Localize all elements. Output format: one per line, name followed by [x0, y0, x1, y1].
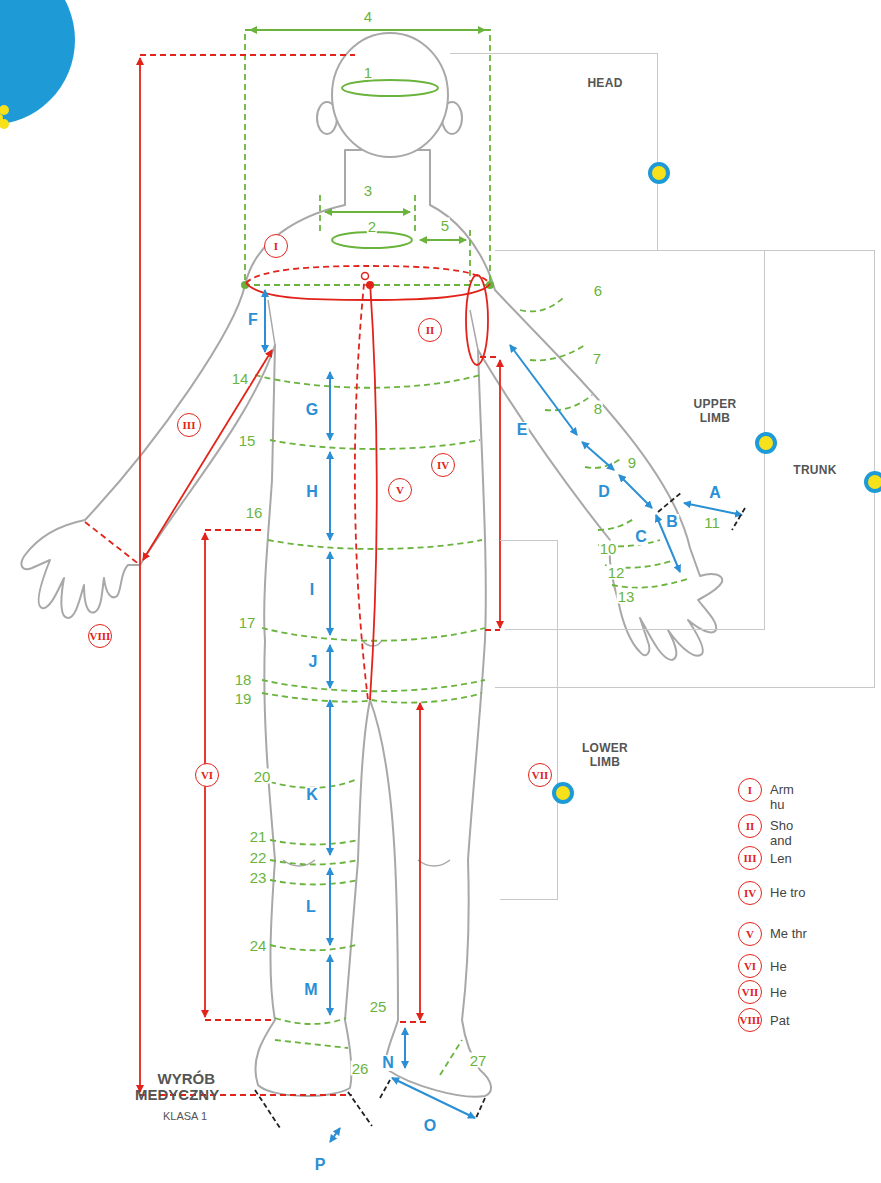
- measure-number: 5: [440, 218, 450, 233]
- measure-number: 17: [238, 615, 257, 630]
- measure-number: 24: [249, 938, 268, 953]
- measure-number: 11: [703, 515, 721, 530]
- roman-numeral: VI: [738, 954, 762, 978]
- length-letter: A: [708, 485, 722, 501]
- length-letter: D: [597, 484, 611, 500]
- region-marker: [552, 782, 574, 804]
- measure-number: 7: [592, 351, 602, 366]
- measure-number: 13: [617, 589, 636, 604]
- measure-number: 21: [249, 829, 268, 844]
- length-letter: K: [305, 787, 319, 803]
- measure-number: 14: [231, 371, 250, 386]
- measure-number: 9: [627, 455, 637, 470]
- length-letter: M: [303, 982, 318, 998]
- measure-number: 1: [363, 65, 373, 80]
- measure-number: 22: [249, 850, 268, 865]
- measure-number: 18: [234, 672, 253, 687]
- region-heading: UPPER LIMB: [680, 397, 750, 425]
- legend-text: He: [770, 985, 810, 1000]
- legend-text: He: [770, 959, 810, 974]
- measure-number: 27: [469, 1053, 488, 1068]
- region-heading: LOWER LIMB: [570, 741, 640, 769]
- measure-number: 26: [351, 1061, 370, 1076]
- roman-numeral: VIII: [88, 624, 112, 648]
- length-letter: I: [309, 582, 315, 598]
- roman-numeral: VIII: [738, 1008, 762, 1032]
- roman-numeral: IV: [431, 453, 455, 477]
- region-heading: HEAD: [570, 76, 640, 90]
- measure-number: 8: [593, 401, 603, 416]
- length-letter: J: [308, 654, 319, 670]
- region-marker: [648, 162, 670, 184]
- roman-numeral: I: [264, 234, 288, 258]
- legend-text: Len: [770, 851, 810, 866]
- length-letter: N: [381, 1055, 395, 1071]
- measure-number: 16: [245, 505, 264, 520]
- measure-number: 4: [363, 9, 373, 24]
- legend-text: He tro: [770, 885, 810, 900]
- roman-numeral: II: [738, 814, 762, 838]
- legend-text: Sho and: [770, 818, 810, 848]
- length-letter: O: [423, 1118, 437, 1134]
- measure-number: 12: [607, 565, 626, 580]
- roman-numeral: III: [738, 846, 762, 870]
- measure-number: 2: [367, 219, 377, 234]
- roman-numeral: III: [177, 413, 201, 437]
- body-region-panel: HEAD: [450, 53, 658, 250]
- length-letter: E: [516, 422, 529, 438]
- device-class: KLASA 1: [163, 1111, 207, 1122]
- region-marker: [864, 471, 881, 493]
- length-letter: H: [305, 484, 319, 500]
- roman-numeral: VI: [195, 763, 219, 787]
- roman-numeral: II: [418, 318, 442, 342]
- measure-number: 25: [369, 999, 388, 1014]
- length-letter: G: [305, 402, 319, 418]
- body-region-panel: UPPER LIMB: [505, 250, 765, 630]
- length-letter: P: [314, 1157, 327, 1173]
- measure-number: 6: [593, 283, 603, 298]
- body-region-panel: LOWER LIMB: [500, 540, 558, 900]
- length-letter: B: [665, 514, 679, 530]
- length-letter: F: [247, 312, 259, 328]
- roman-numeral: I: [738, 778, 762, 802]
- device-mark: WYRÓB MEDYCZNY: [135, 1071, 215, 1103]
- length-letter: C: [634, 529, 648, 545]
- measure-number: 15: [238, 433, 257, 448]
- legend-text: Pat: [770, 1013, 810, 1028]
- legend-text: Me thr: [770, 926, 810, 941]
- roman-numeral: V: [388, 478, 412, 502]
- measure-number: 20: [253, 769, 272, 784]
- measure-number: 23: [249, 870, 268, 885]
- roman-numeral: VII: [738, 980, 762, 1004]
- roman-numeral: VII: [528, 763, 552, 787]
- region-heading: TRUNK: [780, 463, 850, 477]
- measure-number: 3: [363, 183, 373, 198]
- roman-numeral: IV: [738, 881, 762, 905]
- body-region-panel: TRUNK: [495, 250, 875, 688]
- legend-text: Arm hu: [770, 782, 810, 812]
- region-marker: [755, 432, 777, 454]
- roman-numeral: V: [738, 922, 762, 946]
- length-letter: L: [305, 899, 317, 915]
- measure-number: 10: [599, 541, 618, 556]
- measure-number: 19: [234, 691, 253, 706]
